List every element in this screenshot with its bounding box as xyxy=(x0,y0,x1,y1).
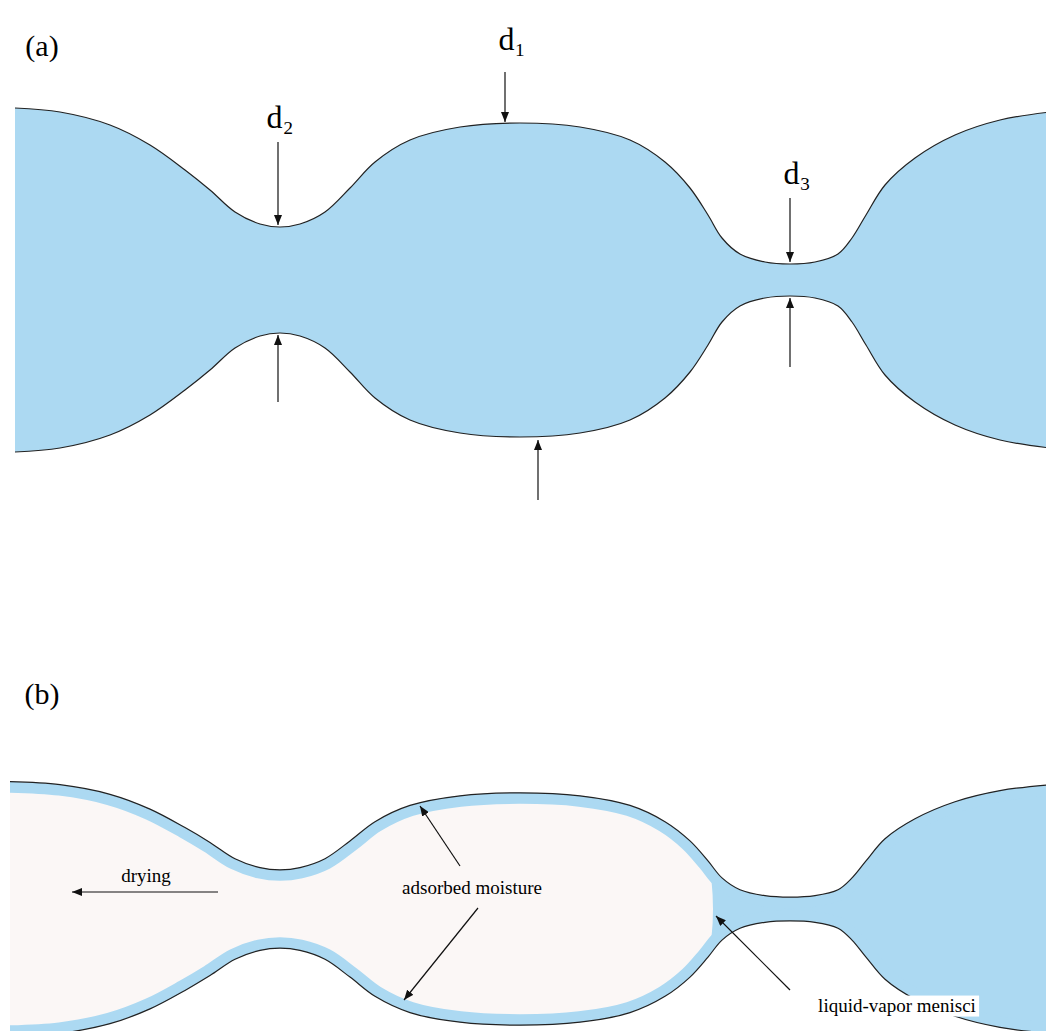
callout-label: liquid-vapor menisci xyxy=(815,996,979,1017)
panel-label: (b) xyxy=(25,677,60,710)
dimension-arrow xyxy=(537,440,538,500)
drying-arrow xyxy=(72,891,218,892)
dimension-label: d₂ xyxy=(266,100,293,135)
dimension-label: d₁ xyxy=(498,22,525,57)
leader-arrow xyxy=(420,806,460,866)
saturated-pore xyxy=(15,108,1046,452)
dimension-arrow xyxy=(277,142,278,225)
leader-arrow xyxy=(716,916,790,990)
dimension-label: d₃ xyxy=(783,156,810,191)
adsorbed-film xyxy=(10,782,1046,1031)
liquid-region xyxy=(10,782,1046,1031)
pore-wall xyxy=(15,296,1046,452)
film-layer xyxy=(10,921,1046,1031)
dimension-arrow xyxy=(789,198,790,262)
dimension-arrow xyxy=(504,72,505,122)
vapor-region xyxy=(10,782,1046,1031)
dimension-arrow xyxy=(277,335,278,402)
pore-wall xyxy=(10,921,1046,1031)
dimension-arrow xyxy=(789,298,790,367)
process-label: drying xyxy=(121,866,171,887)
pore-shapes xyxy=(10,108,1046,1031)
leader-arrow xyxy=(404,908,478,1000)
panel-label: (a) xyxy=(25,29,58,62)
pore-wall xyxy=(15,108,1046,264)
callout-label: adsorbed moisture xyxy=(402,878,542,899)
